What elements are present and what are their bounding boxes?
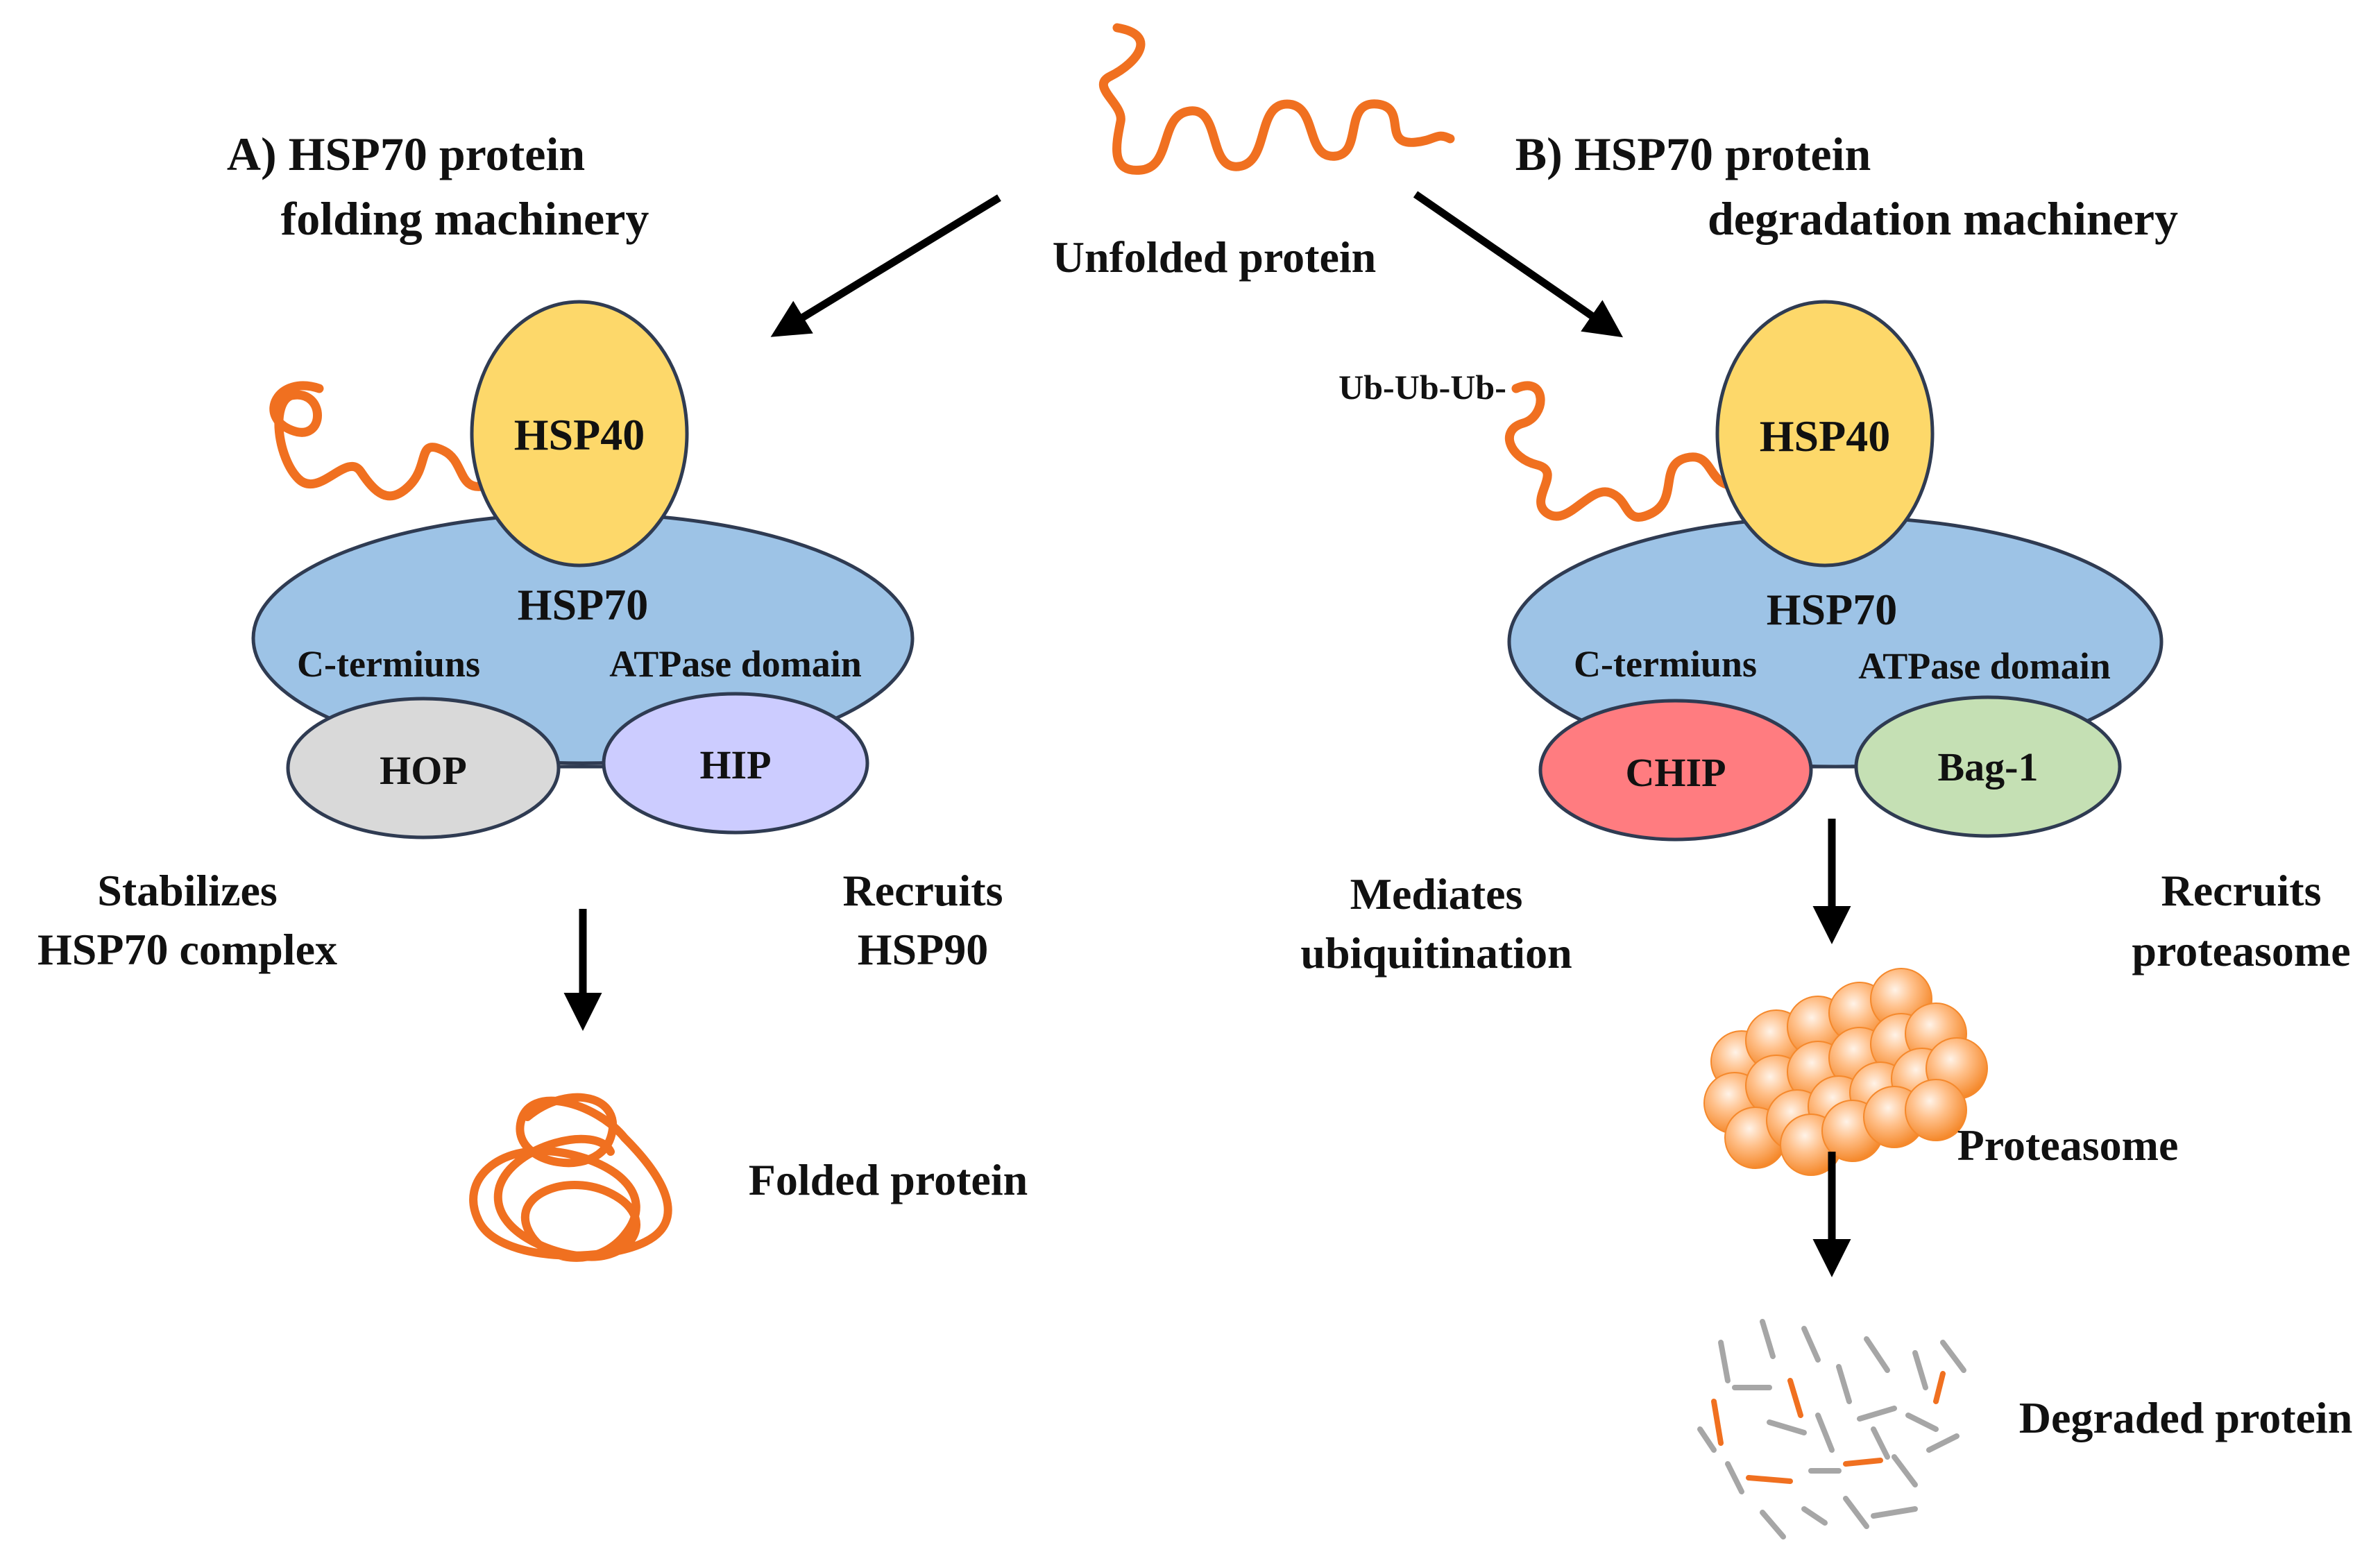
ubiquitin-tag-label: Ub-Ub-Ub- <box>1338 368 1506 407</box>
hsp70-label-b: HSP70 <box>1767 585 1897 634</box>
ubiquitinated-substrate-squiggle <box>1504 381 1740 522</box>
hop-shape <box>286 697 561 839</box>
protein-fragment <box>1926 1433 1960 1453</box>
arrow-to-degradation <box>1413 191 1624 338</box>
proteasome-subunit <box>1905 1079 1967 1141</box>
protein-fragment <box>1912 1350 1928 1390</box>
protein-fragment <box>1933 1371 1946 1404</box>
folded-protein-label: Folded protein <box>749 1155 1028 1204</box>
hsp40-label-a: HSP40 <box>514 410 645 459</box>
hsp40-b <box>1715 300 1935 568</box>
protein-fragment <box>1801 1506 1828 1526</box>
panel-b-title-line1: B) HSP70 protein <box>1515 128 1871 180</box>
unfolded-protein-squiggle <box>1099 23 1455 175</box>
panel-a-title-line1: A) HSP70 protein <box>227 128 585 180</box>
c-terminus-label-a: C-termiuns <box>297 643 480 685</box>
c-terminus-label-b: C-termiuns <box>1574 643 1757 685</box>
hip-shape <box>602 692 869 835</box>
protein-fragment <box>1760 1510 1786 1539</box>
chip-shape <box>1538 699 1813 842</box>
hip-note-line1: Recruits <box>842 866 1003 915</box>
panel-a-title-line2: folding machinery <box>281 192 649 245</box>
hop-note-line2: HSP70 complex <box>37 925 337 974</box>
chip-label: CHIP <box>1626 750 1726 795</box>
protein-fragment <box>1718 1340 1731 1383</box>
protein-fragment <box>1801 1326 1821 1363</box>
protein-fragment <box>1871 1426 1890 1460</box>
hsp40-label-b: HSP40 <box>1760 411 1890 461</box>
folded-protein-tangle <box>469 1093 672 1262</box>
bag1-note-line1: Recruits <box>2161 866 2321 915</box>
proteasome-label: Proteasome <box>1957 1120 2179 1170</box>
substrate-protein-squiggle <box>269 381 491 501</box>
bag1-label: Bag-1 <box>1938 744 2039 790</box>
degraded-protein-fragments <box>1697 1319 1966 1539</box>
protein-fragment <box>1843 1496 1869 1529</box>
protein-fragment <box>1815 1413 1835 1453</box>
protein-fragment <box>1836 1364 1852 1404</box>
bag1-note-line2: proteasome <box>2132 926 2350 975</box>
protein-fragment <box>1787 1378 1803 1418</box>
hop-note-line1: Stabilizes <box>97 866 278 915</box>
protein-fragment <box>1697 1426 1717 1453</box>
protein-fragment <box>1892 1454 1918 1487</box>
protein-fragment <box>1940 1340 1966 1373</box>
protein-fragment <box>1725 1461 1744 1494</box>
protein-fragment <box>1871 1506 1918 1519</box>
unfolded-protein-label: Unfolded protein <box>1053 232 1376 282</box>
protein-fragment <box>1711 1399 1724 1446</box>
panel-b: B) HSP70 protein degradation machinery U… <box>1300 128 2353 1539</box>
hop-label: HOP <box>380 748 467 793</box>
protein-fragment <box>1864 1336 1890 1373</box>
protein-fragment <box>1767 1419 1807 1435</box>
panel-a: A) HSP70 protein folding machinery HSP40… <box>37 128 1028 1262</box>
hsp70-label-a: HSP70 <box>518 580 648 629</box>
chip-note-line2: ubiquitination <box>1300 928 1572 978</box>
protein-fragment <box>1857 1406 1897 1422</box>
hip-label: HIP <box>699 742 771 787</box>
protein-fragment <box>1760 1319 1776 1359</box>
protein-fragment <box>1746 1475 1793 1484</box>
degraded-protein-label: Degraded protein <box>2019 1393 2353 1442</box>
atpase-label-a: ATPase domain <box>609 643 862 685</box>
atpase-label-b: ATPase domain <box>1858 645 2111 687</box>
protein-fragment <box>1843 1458 1883 1467</box>
panel-b-title-line2: degradation machinery <box>1708 192 2178 245</box>
arrow-to-folding <box>770 194 1001 337</box>
proteasome-icon <box>1703 968 1988 1176</box>
bag1-shape <box>1854 695 2122 838</box>
protein-fragment <box>1905 1413 1939 1432</box>
hip-note-line2: HSP90 <box>858 925 988 974</box>
hsp40-a <box>470 300 689 568</box>
chip-note-line1: Mediates <box>1350 869 1523 919</box>
